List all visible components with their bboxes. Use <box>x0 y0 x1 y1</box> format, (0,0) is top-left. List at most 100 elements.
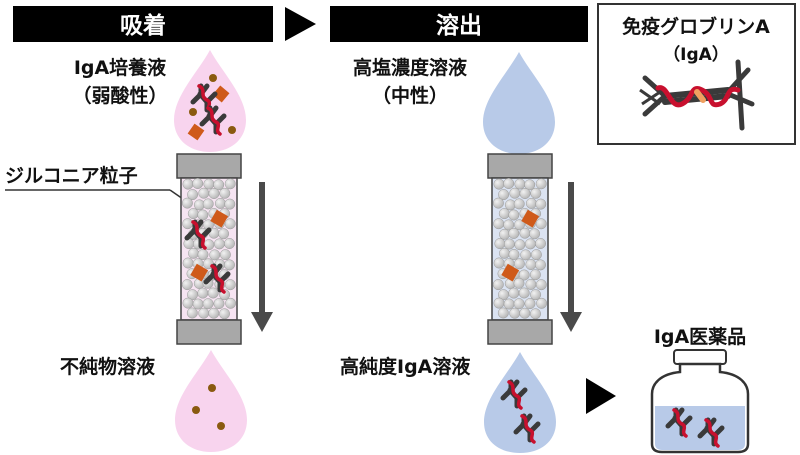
zirconia-particle <box>503 219 515 231</box>
elution-title: 溶出 <box>436 12 482 39</box>
zirconia-particle <box>219 187 231 199</box>
impurity-square <box>187 123 205 141</box>
zirconia-particle <box>213 179 225 191</box>
iga-dimer-icon <box>639 59 755 131</box>
impurity-square <box>501 263 520 282</box>
zirconia-particle <box>524 179 536 191</box>
impurity-square <box>210 209 229 228</box>
zirconia-particle <box>213 238 225 250</box>
purified-drop <box>484 352 556 453</box>
impurity-dot <box>192 406 200 414</box>
zirconia-particle <box>535 198 547 210</box>
zirconia-particle <box>535 259 546 271</box>
zirconia-particle <box>224 238 235 249</box>
impurity-dot <box>228 126 236 134</box>
high-salt-condition: （中性） <box>372 84 448 107</box>
culture-medium-condition: （弱酸性） <box>72 84 167 107</box>
impurity-dot <box>208 384 216 392</box>
high-purity-label: 高純度IgA溶液 <box>340 355 471 378</box>
zirconia-particle <box>514 239 526 251</box>
zirconia-particle <box>207 287 219 299</box>
medicine-label: IgA医薬品 <box>654 325 746 348</box>
zirconia-particle <box>192 298 204 310</box>
zirconia-particle <box>182 178 194 190</box>
zirconia-particle <box>225 297 237 309</box>
flow-arrow-icon <box>560 182 582 332</box>
zirconia-particle <box>192 178 204 189</box>
zirconia-particle <box>503 298 515 310</box>
impurity-square <box>212 85 230 103</box>
zirconia-particle <box>208 188 220 199</box>
legend-abbrev: （IgA） <box>663 44 729 65</box>
impurity-dot <box>217 422 225 430</box>
step-arrow-icon <box>586 378 616 414</box>
zirconia-particle <box>535 218 547 230</box>
zirconia-particle <box>525 197 537 209</box>
impurity-dot <box>209 74 217 82</box>
zirconia-particle <box>503 238 515 250</box>
zirconia-particle <box>499 228 510 240</box>
zirconia-particle <box>508 249 520 260</box>
zirconia-particle <box>218 228 230 240</box>
zirconia-particle <box>524 238 536 250</box>
zirconia-particle <box>525 259 537 270</box>
zirconia-particle <box>188 247 199 259</box>
zirconia-particle <box>202 198 214 210</box>
zirconia-particle <box>508 209 520 221</box>
zirconia-particle <box>535 178 547 190</box>
zirconia-particle <box>520 249 532 261</box>
zirconia-particle <box>519 227 531 239</box>
zirconia-particle <box>492 197 504 209</box>
column-top-cap <box>176 153 242 179</box>
elution-header: 溶出 <box>330 6 588 42</box>
zirconia-particle <box>518 287 530 299</box>
high-salt-drop <box>483 52 555 154</box>
zirconia-particle <box>513 198 525 210</box>
zirconia-particle <box>530 289 542 301</box>
zirconia-particle <box>219 249 231 261</box>
zirconia-particle <box>203 178 215 190</box>
step-arrow-icon <box>285 7 316 41</box>
impurity-square <box>190 263 209 282</box>
zirconia-particle <box>530 308 541 320</box>
zirconia-particle <box>499 247 510 259</box>
zirconia-particle <box>514 178 526 190</box>
zirconia-particle <box>219 308 230 320</box>
zirconia-particle <box>181 279 193 291</box>
zirconia-particle <box>509 187 521 199</box>
medicine-bottle <box>650 349 750 454</box>
zirconia-particle <box>524 298 536 310</box>
zirconia-particle <box>530 249 542 261</box>
zirconia-particle <box>208 307 220 319</box>
zirconia-particle <box>518 269 530 281</box>
legend-box <box>597 3 796 145</box>
zirconia-particle <box>498 208 510 220</box>
culture-medium-label: IgA培養液 <box>74 56 167 79</box>
column-bottom-cap <box>487 319 553 345</box>
zirconia-particle <box>224 279 236 291</box>
zirconia-particle <box>535 279 547 291</box>
column-bottom-cap <box>176 319 242 345</box>
zirconia-particle <box>198 307 210 319</box>
elution-header-bar <box>330 6 588 42</box>
bottle-cap <box>673 349 727 365</box>
zirconia-particle <box>525 278 537 290</box>
zirconia-particle <box>509 307 521 319</box>
zirconia-particle <box>224 218 236 230</box>
impurity-solution-label: 不純物溶液 <box>60 355 156 378</box>
zirconia-particle <box>198 187 210 199</box>
zirconia-particle <box>529 228 541 240</box>
zirconia-particle <box>224 178 236 190</box>
zirconia-particle <box>214 197 226 209</box>
zirconia-particle <box>508 287 520 299</box>
zirconia-particle <box>513 258 525 270</box>
zirconia-particle <box>519 307 531 319</box>
zirconia-particle <box>224 259 235 271</box>
zirconia-particle <box>519 188 531 199</box>
zirconia-particle <box>513 298 525 310</box>
zirconia-particle <box>529 269 541 281</box>
zirconia-particle <box>514 219 525 231</box>
impurity-drop <box>175 350 247 452</box>
zirconia-particle <box>182 257 194 269</box>
zirconia-particle <box>493 297 505 309</box>
